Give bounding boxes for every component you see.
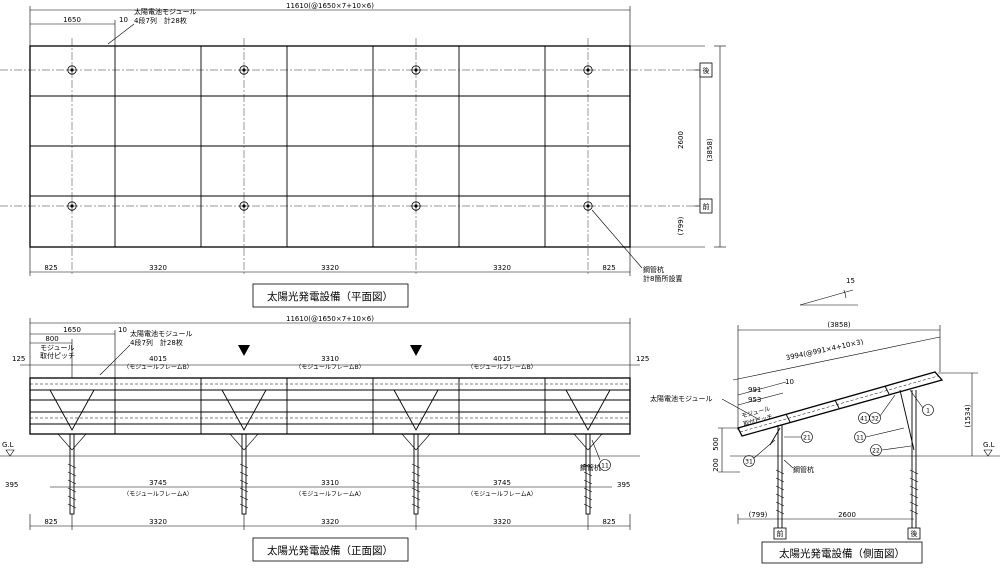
plan-outer-dim: (3858) — [706, 138, 714, 162]
plan-dim-2: 3320 — [149, 264, 167, 272]
plan-rear-label: 後 — [703, 66, 710, 75]
plan-dim-1: 825 — [44, 264, 57, 272]
plan-pile-note-2: 計8箇所設置 — [643, 274, 682, 283]
plan-view: 11610(@1650×7+10×6) 1650 10 太陽電池モジュール 4段… — [0, 2, 726, 308]
front-module-width: 1650 — [63, 326, 81, 334]
side-dim-10: 10 — [785, 378, 794, 386]
plan-module-width: 1650 — [63, 16, 81, 24]
plan-depth-dim: 2600 — [677, 131, 685, 149]
side-callout-22: 22 — [872, 448, 880, 455]
plan-module-note-2: 4段7列 計28枚 — [134, 16, 187, 25]
front-callout-11: 11 — [601, 463, 609, 470]
side-dim-953: 953 — [748, 396, 761, 404]
front-overall-dim: 11610(@1650×7+10×6) — [286, 315, 374, 323]
plan-lower-dim: (799) — [677, 216, 685, 235]
front-side-left: 395 — [5, 481, 18, 489]
front-frame-b-3: 4015 — [493, 355, 511, 363]
plan-overall-dim: 11610(@1650×7+10×6) — [286, 2, 374, 10]
side-slope-dim: 3994(@991×4+10×3) — [785, 338, 864, 362]
side-bottom-mid: 2600 — [838, 511, 856, 519]
side-height: (1534) — [964, 404, 972, 428]
front-view: 11610(@1650×7+10×6) 1650 10 800 モジュール 取付… — [0, 315, 649, 562]
side-bottom-left: (799) — [749, 511, 768, 519]
front-frame-a-1: 3745 — [149, 479, 167, 487]
side-gl-label: G.L — [983, 441, 995, 449]
front-dim-2: 3320 — [149, 518, 167, 526]
plan-dim-4: 3320 — [493, 264, 511, 272]
front-frame-a-label-1: （モジュールフレームA） — [123, 491, 193, 498]
side-front-label: 前 — [777, 529, 784, 538]
side-angle: 15 — [846, 277, 855, 285]
plan-front-label: 前 — [703, 202, 710, 211]
side-pile-label: 鋼管杭 — [793, 465, 814, 474]
front-pile-label: 鋼管杭 — [580, 463, 601, 472]
plan-pile-note-1: 鋼管杭 — [643, 265, 664, 274]
front-frame-a-label-2: （モジュールフレームA） — [295, 491, 365, 498]
front-frame-b-2: 3310 — [321, 355, 339, 363]
side-callout-21: 21 — [803, 435, 811, 442]
front-frame-b-label-3: （モジュールフレームB） — [467, 364, 537, 371]
front-pitch-label-1: モジュール — [40, 344, 75, 352]
front-frame-a-2: 3310 — [321, 479, 339, 487]
side-view: 15 (3858) 3994(@991×4+10×3) 991 953 10 太… — [650, 277, 1000, 564]
front-gap: 10 — [118, 326, 127, 334]
plan-module-note-1: 太陽電池モジュール — [134, 7, 197, 16]
plan-dim-3: 3320 — [321, 264, 339, 272]
side-dim-991: 991 — [748, 386, 761, 394]
front-module-note-2: 4段7列 計28枚 — [130, 338, 183, 347]
front-module-note-1: 太陽電池モジュール — [130, 329, 193, 338]
side-view-title: 太陽光発電設備（側面図） — [779, 547, 905, 560]
front-dim-4: 3320 — [493, 518, 511, 526]
front-dim-3: 3320 — [321, 518, 339, 526]
front-frame-a-label-3: （モジュールフレームA） — [467, 491, 537, 498]
side-callout-31: 31 — [745, 459, 753, 466]
front-frame-b-label-1: （モジュールフレームB） — [123, 364, 193, 371]
front-dim-1: 825 — [44, 518, 57, 526]
side-rear-label: 後 — [911, 529, 918, 538]
side-callout-11: 11 — [856, 435, 864, 442]
front-frame-b-1: 4015 — [149, 355, 167, 363]
front-side-right: 395 — [617, 481, 630, 489]
plan-dim-5: 825 — [602, 264, 615, 272]
front-edge-right: 125 — [636, 355, 649, 363]
front-edge-left: 125 — [12, 355, 25, 363]
side-callout-1: 1 — [926, 408, 930, 415]
plan-view-title: 太陽光発電設備（平面図） — [267, 290, 393, 303]
side-h200: 200 — [712, 458, 720, 471]
side-top-dim: (3858) — [827, 321, 851, 329]
side-callout-32: 32 — [871, 416, 879, 423]
side-module-label: 太陽電池モジュール — [650, 394, 713, 403]
front-gl-label: G.L — [2, 441, 14, 449]
side-h500: 500 — [712, 437, 720, 450]
front-pitch-dim: 800 — [45, 335, 58, 343]
front-pitch-label-2: 取付ピッチ — [40, 351, 75, 360]
front-frame-b-label-2: （モジュールフレームB） — [295, 364, 365, 371]
side-callout-41: 41 — [860, 416, 868, 423]
front-view-title: 太陽光発電設備（正面図） — [267, 544, 393, 557]
front-dim-5: 825 — [602, 518, 615, 526]
plan-gap: 10 — [119, 16, 128, 24]
front-frame-a-3: 3745 — [493, 479, 511, 487]
